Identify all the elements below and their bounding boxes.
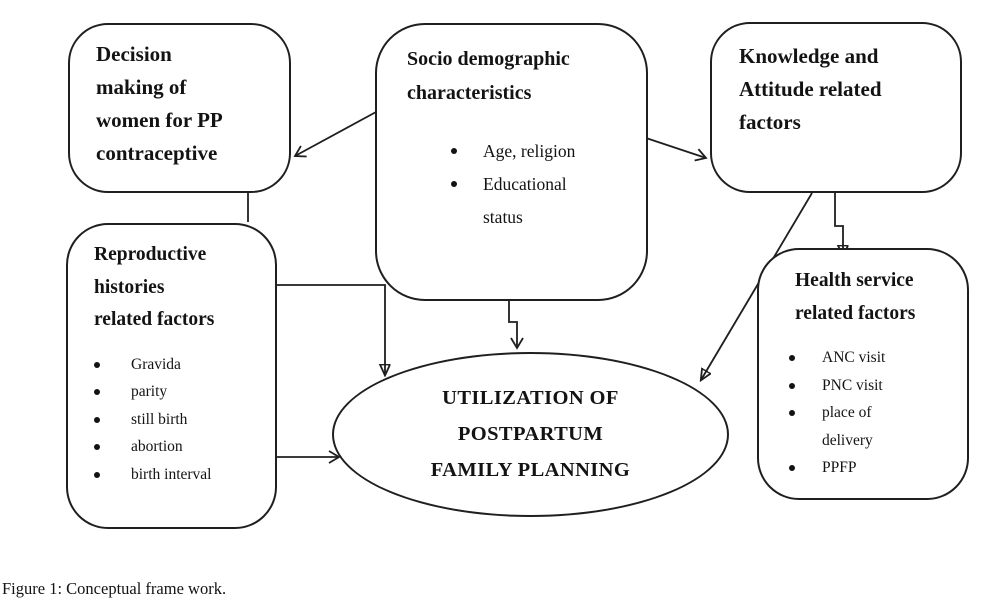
list-item: Educational status (451, 168, 636, 234)
box-title-line: characteristics (407, 82, 532, 104)
bullet-icon (451, 181, 457, 187)
box-title-line: Decision (96, 42, 172, 66)
arrow-knowledge-to-health (834, 193, 843, 256)
bullet-icon (789, 382, 795, 389)
box-title-line: contraceptive (96, 141, 218, 165)
box-title-line: making of (96, 75, 187, 99)
bullet-icon (94, 389, 100, 395)
bullet-icon (94, 471, 100, 478)
list-item: still birth (94, 406, 267, 434)
arrow-socio-to-decision (293, 111, 377, 158)
box-title-line: related factors (94, 309, 215, 330)
list-item-label: Educational status (483, 174, 567, 227)
list-item: ANC visit (789, 344, 961, 372)
list-item: parity (94, 378, 267, 406)
outcome-title-line: UTILIZATION OF (442, 387, 619, 409)
box-title-line: women for PP (96, 108, 223, 132)
bullet-icon (789, 355, 795, 361)
list-item-label: PNC visit (822, 376, 883, 394)
list-item-label: PPFP (822, 459, 857, 476)
list-item-label: place of delivery (822, 404, 873, 449)
box-knowledge-attitude: Knowledge and Attitude related factors (710, 22, 962, 193)
box-decision-making: Decision making of women for PP contrace… (68, 23, 291, 193)
list-item: PPFP (789, 454, 961, 482)
list-item: Gravida (94, 351, 267, 379)
box-title-line: histories (94, 276, 165, 298)
box-reproductive-histories: Reproductive histories related factors G… (66, 223, 277, 529)
box-socio-demographic: Socio demographic characteristics Age, r… (375, 23, 648, 301)
list-item: abortion (94, 433, 267, 461)
box-title-line: Socio demographic (407, 48, 570, 70)
outcome-title-line: FAMILY PLANNING (430, 459, 631, 481)
figure-caption: Figure 1: Conceptual frame work. (2, 579, 227, 598)
box-title-line: factors (739, 110, 801, 134)
bullet-icon (94, 416, 100, 423)
bullet-list: ANC visit PNC visit place of delivery PP… (789, 344, 961, 482)
box-title-line: related factors (795, 303, 916, 324)
bullet-icon (789, 410, 795, 416)
arrow-repro-elbow-to-outcome (275, 284, 385, 375)
arrow-socio-to-knowledge (645, 137, 708, 162)
list-item-label: Age, religion (483, 141, 576, 161)
bullet-icon (451, 148, 457, 154)
list-item-label: abortion (131, 438, 183, 455)
list-item-label: Gravida (131, 355, 181, 373)
list-item-label: ANC visit (822, 349, 886, 366)
bullet-list: Gravida parity still birth abortion birt… (94, 351, 267, 489)
bullet-list: Age, religion Educational status (451, 135, 636, 234)
box-title-line: Attitude related (739, 77, 882, 101)
list-item-label: birth interval (131, 465, 212, 483)
list-item: Age, religion (451, 135, 636, 168)
outcome-ellipse: UTILIZATION OF POSTPARTUM FAMILY PLANNIN… (332, 352, 729, 517)
list-item-label: parity (131, 383, 168, 400)
list-item-label: still birth (131, 410, 188, 428)
bullet-icon (94, 444, 100, 450)
arrow-knowledge-to-outcome (701, 192, 813, 380)
box-health-service: Health service related factors ANC visit… (757, 248, 969, 500)
bullet-icon (789, 465, 795, 471)
box-title-line: Health service (795, 270, 914, 291)
box-title-line: Knowledge and (739, 44, 879, 68)
bullet-icon (94, 361, 100, 368)
arrow-socio-to-outcome (508, 301, 524, 350)
list-item: birth interval (94, 461, 267, 489)
list-item: place of delivery (789, 399, 961, 454)
outcome-title-line: POSTPARTUM (457, 423, 604, 445)
box-title-line: Reproductive (94, 244, 207, 265)
list-item: PNC visit (789, 372, 961, 400)
